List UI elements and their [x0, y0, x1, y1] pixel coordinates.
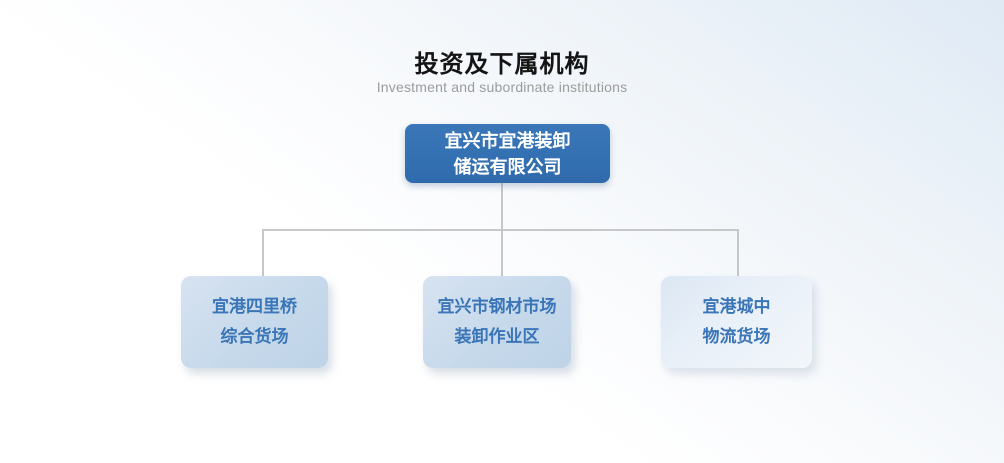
org-child-node-1-line1: 宜港四里桥 [212, 297, 297, 316]
org-child-node-2-line2: 装卸作业区 [454, 327, 540, 346]
connector-drop-middle [501, 229, 503, 277]
page-title: 投资及下属机构 [414, 51, 590, 78]
connector-horizontal [262, 229, 739, 231]
org-root-node: 宜兴市宜港装卸 储运有限公司 [405, 124, 610, 183]
connector-root-vertical [501, 183, 503, 230]
org-child-node-3-line2: 物流货场 [702, 327, 771, 346]
org-root-node-line1: 宜兴市宜港装卸 [444, 130, 571, 151]
org-child-node-2-line1: 宜兴市钢材市场 [437, 297, 557, 316]
org-child-node-1: 宜港四里桥 综合货场 [181, 276, 328, 368]
org-root-node-line2: 储运有限公司 [453, 156, 562, 177]
org-child-node-2: 宜兴市钢材市场 装卸作业区 [423, 276, 571, 368]
org-child-node-3-line1: 宜港城中 [702, 297, 771, 316]
org-child-node-1-line2: 综合货场 [220, 327, 289, 346]
org-child-node-3: 宜港城中 物流货场 [661, 276, 812, 368]
connector-drop-right [737, 229, 739, 277]
page-subtitle: Investment and subordinate institutions [376, 79, 628, 95]
connector-drop-left [262, 229, 264, 277]
